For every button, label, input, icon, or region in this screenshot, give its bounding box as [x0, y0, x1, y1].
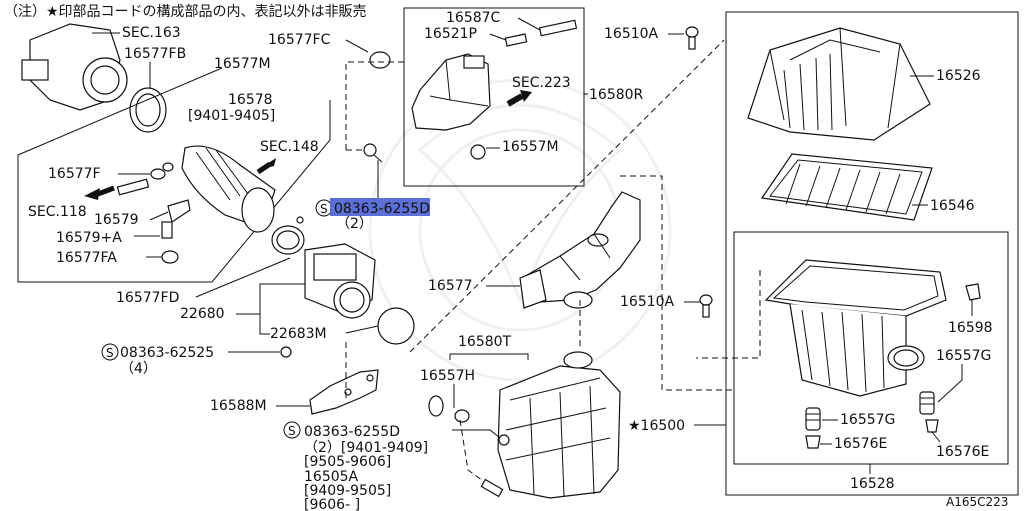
label-16580r[interactable]: 16580R: [589, 87, 644, 103]
label-16557g-bottom[interactable]: 16557G: [840, 412, 895, 428]
label-16576e-right[interactable]: 16576E: [936, 444, 989, 460]
label-16576e-left[interactable]: 16576E: [834, 436, 887, 452]
intake-hose-part: [181, 145, 276, 233]
pipe-16587c-part: [538, 19, 578, 37]
label-16579[interactable]: 16579: [94, 212, 139, 228]
label-16578-range: [9401-9405]: [188, 108, 275, 124]
standard-bolt-icon-3: [283, 421, 301, 439]
label-16557g-right[interactable]: 16557G: [936, 348, 991, 364]
label-bolt-lower-line2: （2）[9401-9409]: [304, 440, 428, 456]
resonator-16580t-part: [497, 351, 621, 499]
label-16557m[interactable]: 16557M: [502, 139, 559, 155]
group-16528-box: [733, 231, 1009, 465]
figure-id: A165C223: [946, 495, 1008, 509]
leader-dashed-diagonal: [409, 39, 725, 353]
label-16528[interactable]: 16528: [850, 476, 895, 492]
label-16505a-range2: [9606- ]: [304, 497, 360, 511]
label-bolt-6255d-lower[interactable]: 08363-6255D: [304, 424, 400, 440]
label-16577fb[interactable]: 16577FB: [124, 46, 186, 62]
label-16598[interactable]: 16598: [948, 320, 993, 336]
label-16510a-top[interactable]: 16510A: [604, 26, 659, 42]
label-16578[interactable]: 16578: [228, 92, 273, 108]
label-16579a[interactable]: 16579+A: [56, 230, 122, 246]
gasket-22683m-part: [377, 307, 415, 345]
standard-s-mark-3: S: [288, 424, 296, 438]
label-16577f[interactable]: 16577F: [48, 166, 101, 182]
standard-s-mark-2: S: [320, 202, 328, 216]
label-16505a[interactable]: 16505A: [304, 469, 359, 485]
label-16577m[interactable]: 16577M: [214, 56, 271, 72]
bolt-16510a-mid-part: [699, 294, 713, 318]
search-highlight: [330, 198, 430, 216]
grommet-16557g-right-part: [919, 391, 935, 415]
group-16500-box: [725, 11, 1019, 496]
label-bolt-6255d-highlight[interactable]: 08363-6255D: [334, 201, 430, 217]
label-16510a-mid[interactable]: 16510A: [620, 294, 675, 310]
label-16577[interactable]: 16577: [428, 278, 473, 294]
label-16557h[interactable]: 16557H: [420, 368, 475, 384]
cover-16526-part: [747, 27, 931, 141]
label-16505a-range1: [9409-9505]: [304, 483, 391, 499]
bolt-16510a-top-part: [685, 26, 699, 50]
air-cleaner-case-16528-part: [764, 259, 947, 397]
clamp-16577fc-part: [369, 51, 391, 69]
mass-airflow-sensor-part: [304, 243, 376, 319]
group-16577m-outline: [17, 67, 331, 283]
resonator-16580r-part: [411, 53, 491, 131]
label-sec148[interactable]: SEC.148: [260, 139, 319, 155]
label-16587c[interactable]: 16587C: [446, 10, 501, 26]
arrow-sec118: [84, 188, 100, 200]
label-22680[interactable]: 22680: [180, 306, 225, 322]
label-16577fa[interactable]: 16577FA: [56, 250, 117, 266]
group-16580r-box: [403, 7, 585, 187]
label-bolt-6255d-qty: （2）: [336, 216, 373, 232]
throttle-body-part: [21, 23, 128, 111]
label-sec163[interactable]: SEC.163: [122, 25, 181, 41]
standard-bolt-icon: [101, 343, 119, 361]
label-bolt-62525-qty: （4）: [120, 361, 157, 377]
standard-s-mark: S: [106, 346, 114, 360]
label-bolt-lower-line3: [9505-9606]: [304, 454, 391, 470]
label-16521p[interactable]: 16521P: [424, 26, 477, 42]
footnote: （注）★印部品コードの構成部品の内、表記以外は非販売: [4, 3, 367, 20]
label-16588m[interactable]: 16588M: [210, 398, 267, 414]
label-16526[interactable]: 16526: [936, 68, 981, 84]
filter-16546-part: [760, 153, 933, 221]
label-sec118[interactable]: SEC.118: [28, 204, 87, 220]
label-16580t[interactable]: 16580T: [458, 334, 512, 350]
arrow-sec223: [506, 93, 524, 107]
label-sec223[interactable]: SEC.223: [512, 75, 571, 91]
grommet-16576e-left-part: [805, 435, 821, 449]
label-16577fc[interactable]: 16577FC: [268, 32, 331, 48]
label-22683m[interactable]: 22683M: [270, 326, 327, 342]
grommet-16576e-right-part: [925, 419, 939, 433]
bracket-16588m-part: [309, 369, 379, 415]
air-duct-16577-part: [519, 191, 641, 309]
grommet-16557g-bottom-part: [805, 407, 821, 431]
label-16546[interactable]: 16546: [930, 198, 975, 214]
label-16500[interactable]: ★16500: [628, 418, 685, 434]
label-bolt-62525[interactable]: 08363-62525: [120, 345, 214, 361]
label-16577fd[interactable]: 16577FD: [116, 290, 179, 306]
clip-16598-part: [965, 283, 981, 301]
